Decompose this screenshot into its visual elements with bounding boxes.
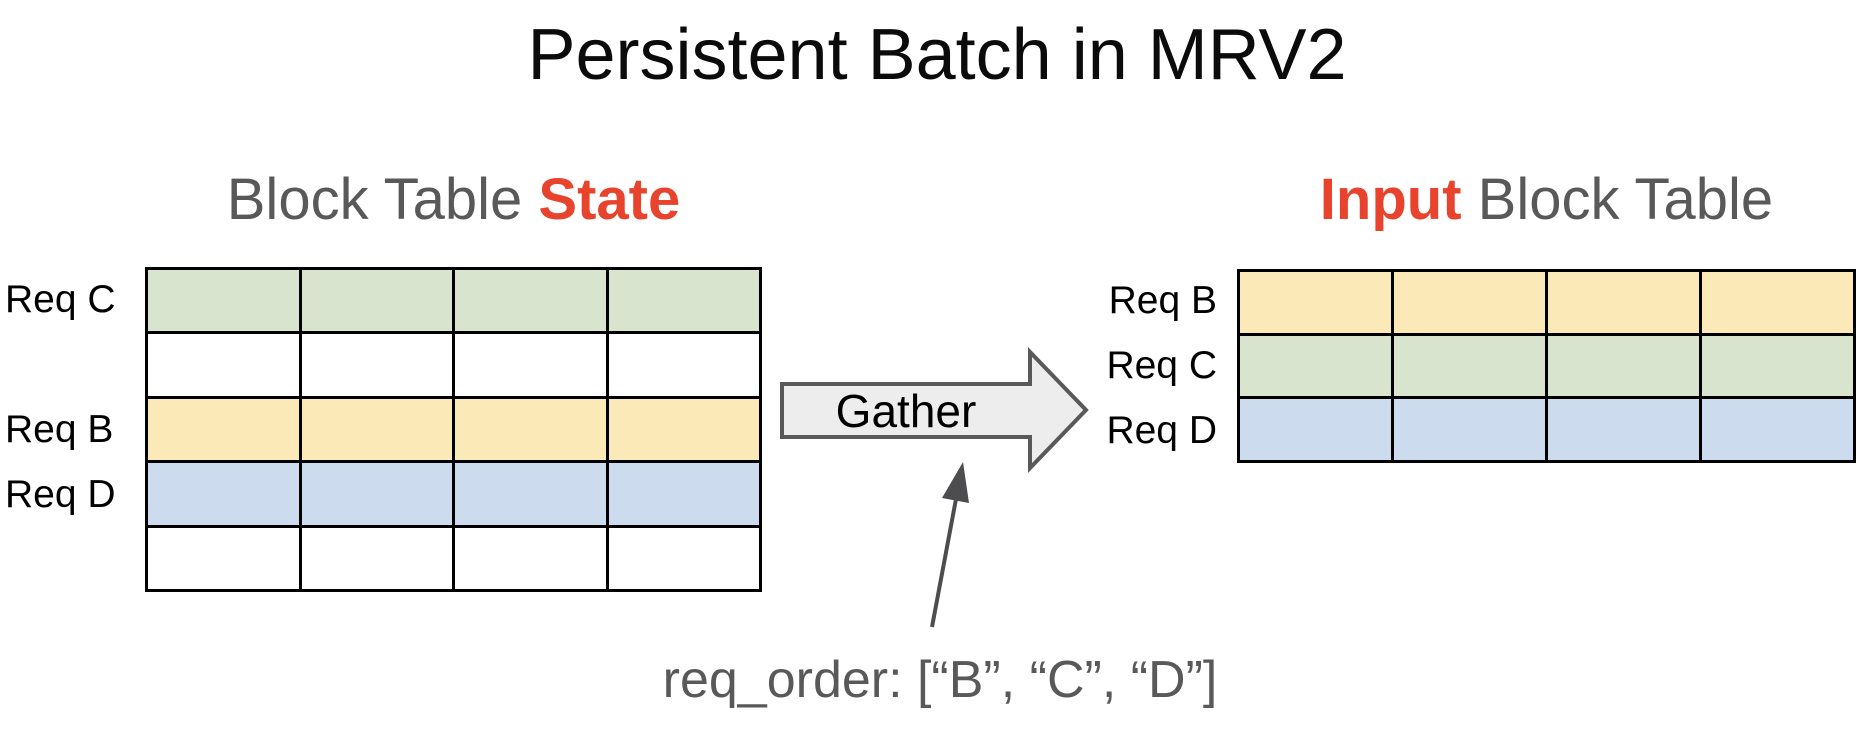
req-order-annotation: req_order: [“B”, “C”, “D”] [662, 651, 1218, 709]
block-cell [1702, 399, 1853, 460]
block-cell [455, 463, 606, 525]
row-label [0, 527, 133, 592]
block-cell [301, 398, 452, 461]
row-label: Req B [1108, 279, 1217, 323]
annotation-arrow-head [942, 462, 969, 503]
block-cell [148, 270, 299, 332]
block-cell [301, 334, 452, 396]
page-title: Persistent Batch in MRV2 [527, 15, 1347, 95]
block-cell [1240, 272, 1391, 333]
block-cell [1702, 272, 1853, 333]
gather-arrow-label: Gather [835, 384, 977, 437]
block-cell [455, 270, 606, 332]
row-label: Req D [5, 472, 116, 516]
row-label: Req D [1106, 408, 1217, 452]
block-cell [1702, 335, 1853, 397]
block-cell [1548, 272, 1699, 333]
block-cell [455, 398, 606, 461]
block-cell [1240, 399, 1391, 460]
block-cell [1548, 335, 1699, 397]
input-table-title-suffix: Block Table [1461, 167, 1774, 232]
input-table-grid [1237, 269, 1856, 463]
block-cell [301, 527, 452, 589]
row-label [0, 332, 133, 397]
block-cell [608, 270, 759, 332]
block-cell [148, 398, 299, 461]
block-cell [1394, 335, 1545, 397]
block-cell [148, 527, 299, 589]
state-table-title-prefix: Block Table [226, 167, 539, 232]
block-cell [301, 270, 452, 332]
block-cell [148, 463, 299, 525]
block-cell [301, 463, 452, 525]
block-cell [455, 334, 606, 396]
block-cell [1240, 335, 1391, 397]
row-label: Req B [5, 407, 114, 451]
block-cell [148, 334, 299, 396]
input-table-title: Input Block Table [1237, 168, 1856, 240]
block-cell [608, 463, 759, 525]
state-table-title: Block Table State [145, 168, 762, 240]
state-table-grid [145, 267, 762, 592]
state-table-title-emphasis: State [538, 167, 681, 232]
input-table-labels: Req B Req C Req D [1040, 269, 1225, 463]
block-cell [1394, 272, 1545, 333]
annotation-arrow-line [930, 498, 958, 628]
row-label: Req C [5, 277, 116, 321]
block-cell [608, 527, 759, 589]
block-cell [608, 334, 759, 396]
input-table-title-emphasis: Input [1319, 167, 1462, 232]
block-cell [455, 527, 606, 589]
row-label: Req C [1106, 343, 1217, 387]
block-cell [1394, 399, 1545, 460]
state-table-labels: Req C Req B Req D [0, 267, 133, 592]
block-cell [608, 398, 759, 461]
block-cell [1548, 399, 1699, 460]
